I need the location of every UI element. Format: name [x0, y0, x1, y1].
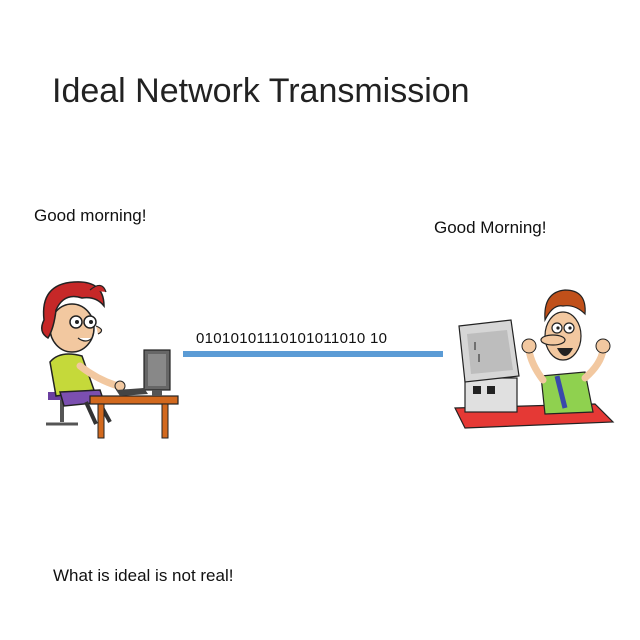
slide-title: Ideal Network Transmission	[52, 72, 470, 110]
footer-note: What is ideal is not real!	[53, 566, 234, 585]
sender-message: Good morning!	[34, 206, 147, 225]
cheering-man-at-computer-icon	[454, 289, 615, 429]
bitstream-label: 01010101110101011010 10	[196, 330, 388, 347]
receiver-message: Good Morning!	[434, 218, 547, 237]
transmission-line	[183, 351, 443, 357]
woman-at-computer-icon	[41, 281, 179, 439]
